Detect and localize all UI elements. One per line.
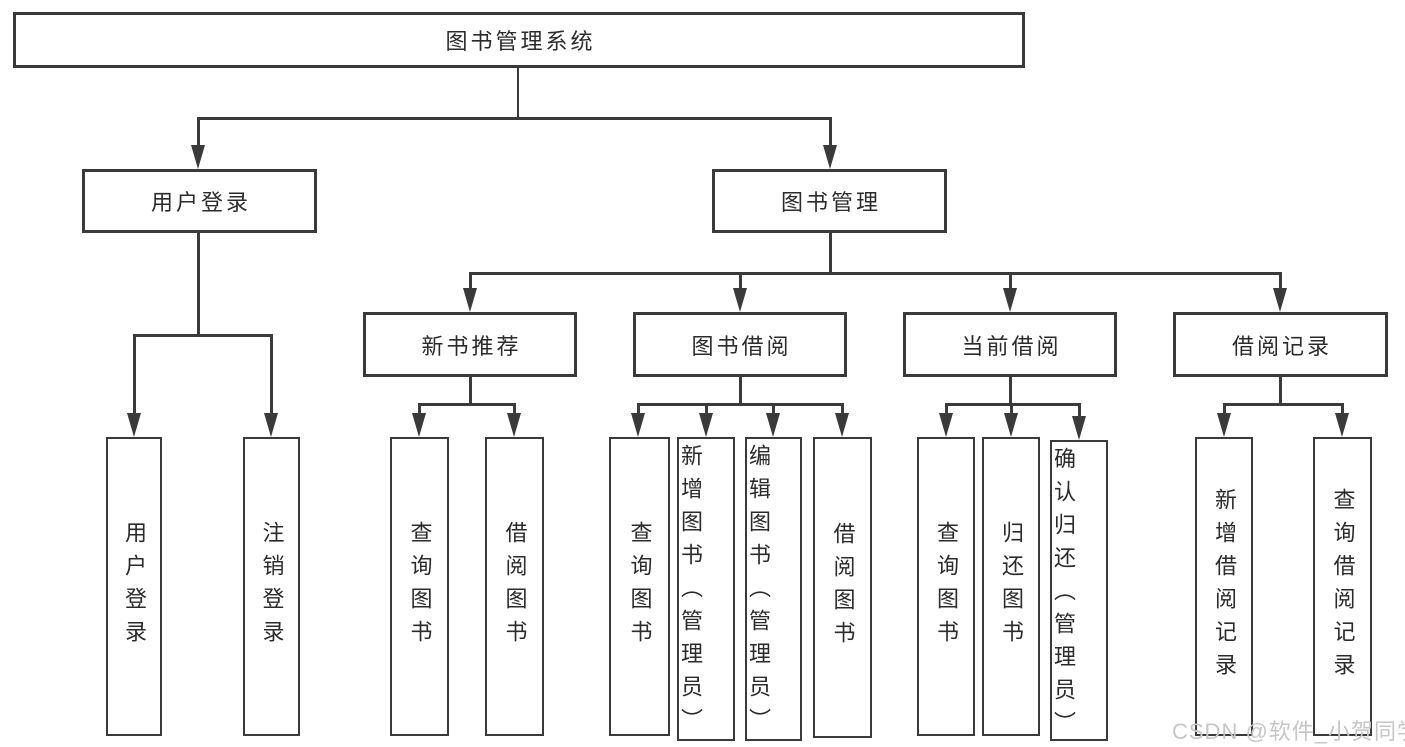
arrowhead-to-book-mgmt [823, 145, 837, 169]
node-leaf-borrow-book-rec-label: 借阅图书 [502, 520, 528, 653]
connector-to-new-book-rec [469, 272, 472, 290]
connector-to-query-book-borrow [637, 403, 640, 415]
connector-level3-rail [469, 272, 1281, 275]
node-leaf-user-login-label: 用户登录 [122, 520, 147, 653]
node-book-borrow-label: 图书借阅 [691, 333, 792, 359]
connector-to-book-borrow [739, 272, 742, 290]
node-book-mgmt: 图书管理 [712, 169, 947, 233]
node-book-borrow: 图书借阅 [633, 312, 847, 377]
arrowhead-to-query-book-borrow [631, 413, 645, 437]
node-leaf-query-book-borrow: 查询图书 [609, 437, 670, 736]
arrowhead-to-query-record [1335, 413, 1349, 437]
connector-root-stem [516, 67, 519, 119]
node-leaf-query-book-rec-label: 查询图书 [407, 520, 433, 653]
connector-to-return-book [1010, 403, 1013, 415]
connector-to-query-record [1341, 403, 1344, 415]
arrowhead-to-add-book [699, 413, 713, 437]
node-leaf-logout-label: 注销登录 [259, 520, 285, 653]
node-leaf-confirm-return-admin: 确认归还（管理员） [1050, 440, 1108, 744]
node-user-login-label: 用户登录 [150, 190, 251, 215]
connector-new-book-rec-stem [469, 377, 472, 405]
node-current-borrow-label: 当前借阅 [961, 333, 1062, 359]
connector-to-query-book-rec [418, 403, 421, 415]
connector-borrow-records-rail [1223, 403, 1344, 406]
connector-user-login-rail [133, 334, 272, 337]
arrowhead-to-query-book-current [939, 413, 953, 437]
connector-to-add-book [705, 403, 708, 415]
arrowhead-to-leaf-logout [264, 413, 278, 437]
connector-level1-rail [197, 117, 832, 120]
node-borrow-records: 借阅记录 [1173, 312, 1388, 377]
connector-to-leaf-logout [270, 334, 273, 414]
arrowhead-to-borrow-records [1273, 288, 1287, 312]
node-leaf-query-borrow-record: 查询借阅记录 [1313, 437, 1372, 736]
connector-to-confirm-return [1078, 403, 1081, 418]
node-leaf-add-borrow-record-label: 新增借阅记录 [1212, 487, 1237, 686]
node-leaf-borrow-book-borrow-label: 借阅图书 [830, 521, 856, 654]
csdn-watermark: CSDN @软件_小贺同学 [1172, 719, 1405, 744]
node-leaf-add-borrow-record: 新增借阅记录 [1195, 437, 1253, 736]
node-leaf-return-book-label: 归还图书 [999, 520, 1024, 653]
arrowhead-to-return-book [1004, 413, 1018, 437]
connector-current-borrow-stem [1009, 377, 1012, 405]
node-leaf-logout: 注销登录 [243, 437, 300, 736]
node-leaf-edit-book-admin: 编辑图书（管理员） [745, 437, 802, 741]
node-current-borrow: 当前借阅 [903, 312, 1117, 377]
connector-borrow-records-stem [1279, 377, 1282, 405]
arrowhead-to-book-borrow [733, 288, 747, 312]
arrowhead-to-confirm-return [1072, 416, 1086, 440]
connector-to-query-book-current [945, 403, 948, 415]
connector-to-borrow-book-borrow [841, 403, 844, 415]
connector-current-borrow-rail [945, 403, 1080, 406]
node-leaf-confirm-return-admin-label: 确认归还（管理员） [1051, 447, 1076, 744]
node-leaf-borrow-book-borrow: 借阅图书 [813, 437, 872, 738]
node-leaf-edit-book-admin-label: 编辑图书（管理员） [746, 444, 771, 741]
arrowhead-to-borrow-book-rec [507, 413, 521, 437]
connector-to-borrow-book-rec [513, 403, 516, 415]
node-leaf-user-login: 用户登录 [106, 437, 162, 736]
arrowhead-to-edit-book [766, 413, 780, 437]
connector-user-login-stem [197, 233, 200, 335]
arrowhead-to-user-login [191, 145, 205, 169]
node-book-mgmt-label: 图书管理 [780, 190, 881, 215]
connector-to-user-login [197, 117, 200, 147]
connector-book-borrow-rail [637, 403, 843, 406]
arrowhead-to-add-record [1217, 413, 1231, 437]
node-root: 图书管理系统 [13, 12, 1025, 68]
arrowhead-to-new-book-rec [463, 288, 477, 312]
node-leaf-add-book-admin: 新增图书（管理员） [677, 437, 735, 741]
node-user-login: 用户登录 [82, 169, 317, 233]
arrowhead-to-current-borrow [1003, 288, 1017, 312]
connector-to-current-borrow [1009, 272, 1012, 290]
connector-book-mgmt-stem [829, 233, 832, 273]
node-leaf-add-book-admin-label: 新增图书（管理员） [678, 444, 703, 741]
connector-book-borrow-stem [739, 377, 742, 405]
arrowhead-to-borrow-book-borrow [835, 413, 849, 437]
connector-to-book-mgmt [829, 117, 832, 147]
connector-to-add-record [1223, 403, 1226, 415]
node-leaf-borrow-book-rec: 借阅图书 [485, 437, 544, 736]
connector-to-edit-book [772, 403, 775, 415]
node-root-label: 图书管理系统 [445, 29, 596, 54]
node-leaf-query-book-current-label: 查询图书 [934, 520, 959, 653]
node-borrow-records-label: 借阅记录 [1231, 333, 1332, 359]
node-leaf-query-book-borrow-label: 查询图书 [627, 520, 653, 653]
connector-new-book-rec-rail [418, 403, 515, 406]
node-leaf-query-borrow-record-label: 查询借阅记录 [1330, 487, 1356, 686]
node-leaf-query-book-rec: 查询图书 [390, 437, 449, 736]
connector-to-borrow-records [1279, 272, 1282, 290]
connector-to-leaf-user-login [133, 334, 136, 414]
node-leaf-return-book: 归还图书 [982, 437, 1040, 736]
node-new-book-rec-label: 新书推荐 [421, 333, 522, 359]
arrowhead-to-query-book-rec [412, 413, 426, 437]
node-leaf-query-book-current: 查询图书 [917, 437, 975, 736]
node-new-book-rec: 新书推荐 [363, 312, 577, 377]
arrowhead-to-leaf-user-login [127, 413, 141, 437]
